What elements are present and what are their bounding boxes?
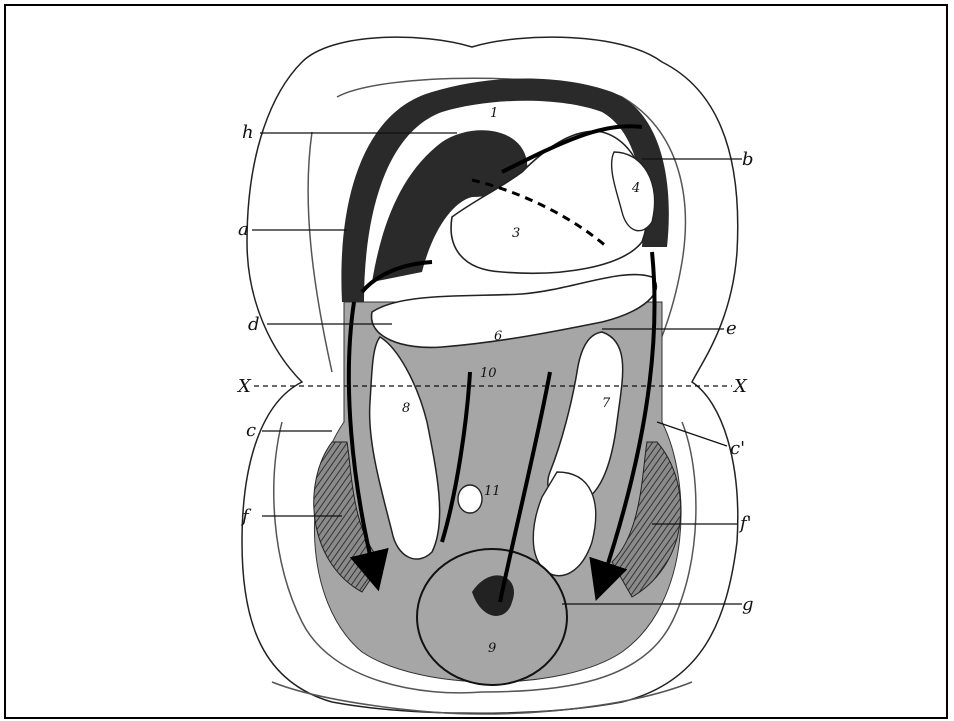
label-b: b xyxy=(742,149,754,170)
label-c-prime: c' xyxy=(730,438,745,459)
appendix xyxy=(458,485,482,513)
label-f-prime: f' xyxy=(738,513,752,534)
number-7: 7 xyxy=(602,396,611,411)
label-c: c xyxy=(246,420,256,441)
label-g: g xyxy=(742,594,754,615)
label-x-right: X xyxy=(732,376,748,397)
number-4: 4 xyxy=(631,181,640,196)
number-6: 6 xyxy=(494,329,502,344)
number-1: 1 xyxy=(490,106,498,121)
figure-frame: h b a d e X X c c' f f' g 1 3 4 6 7 8 9 … xyxy=(4,4,948,719)
label-d: d xyxy=(248,314,260,335)
number-9: 9 xyxy=(488,641,496,656)
pelvic-organ xyxy=(417,549,567,685)
number-10: 10 xyxy=(480,366,497,381)
label-h: h xyxy=(242,122,254,143)
number-3: 3 xyxy=(512,226,520,241)
label-a: a xyxy=(238,219,249,240)
number-11: 11 xyxy=(484,484,501,499)
label-e: e xyxy=(726,318,737,339)
number-8: 8 xyxy=(402,401,410,416)
label-x-left: X xyxy=(236,376,252,397)
anatomical-figure: h b a d e X X c c' f f' g 1 3 4 6 7 8 9 … xyxy=(6,6,950,721)
